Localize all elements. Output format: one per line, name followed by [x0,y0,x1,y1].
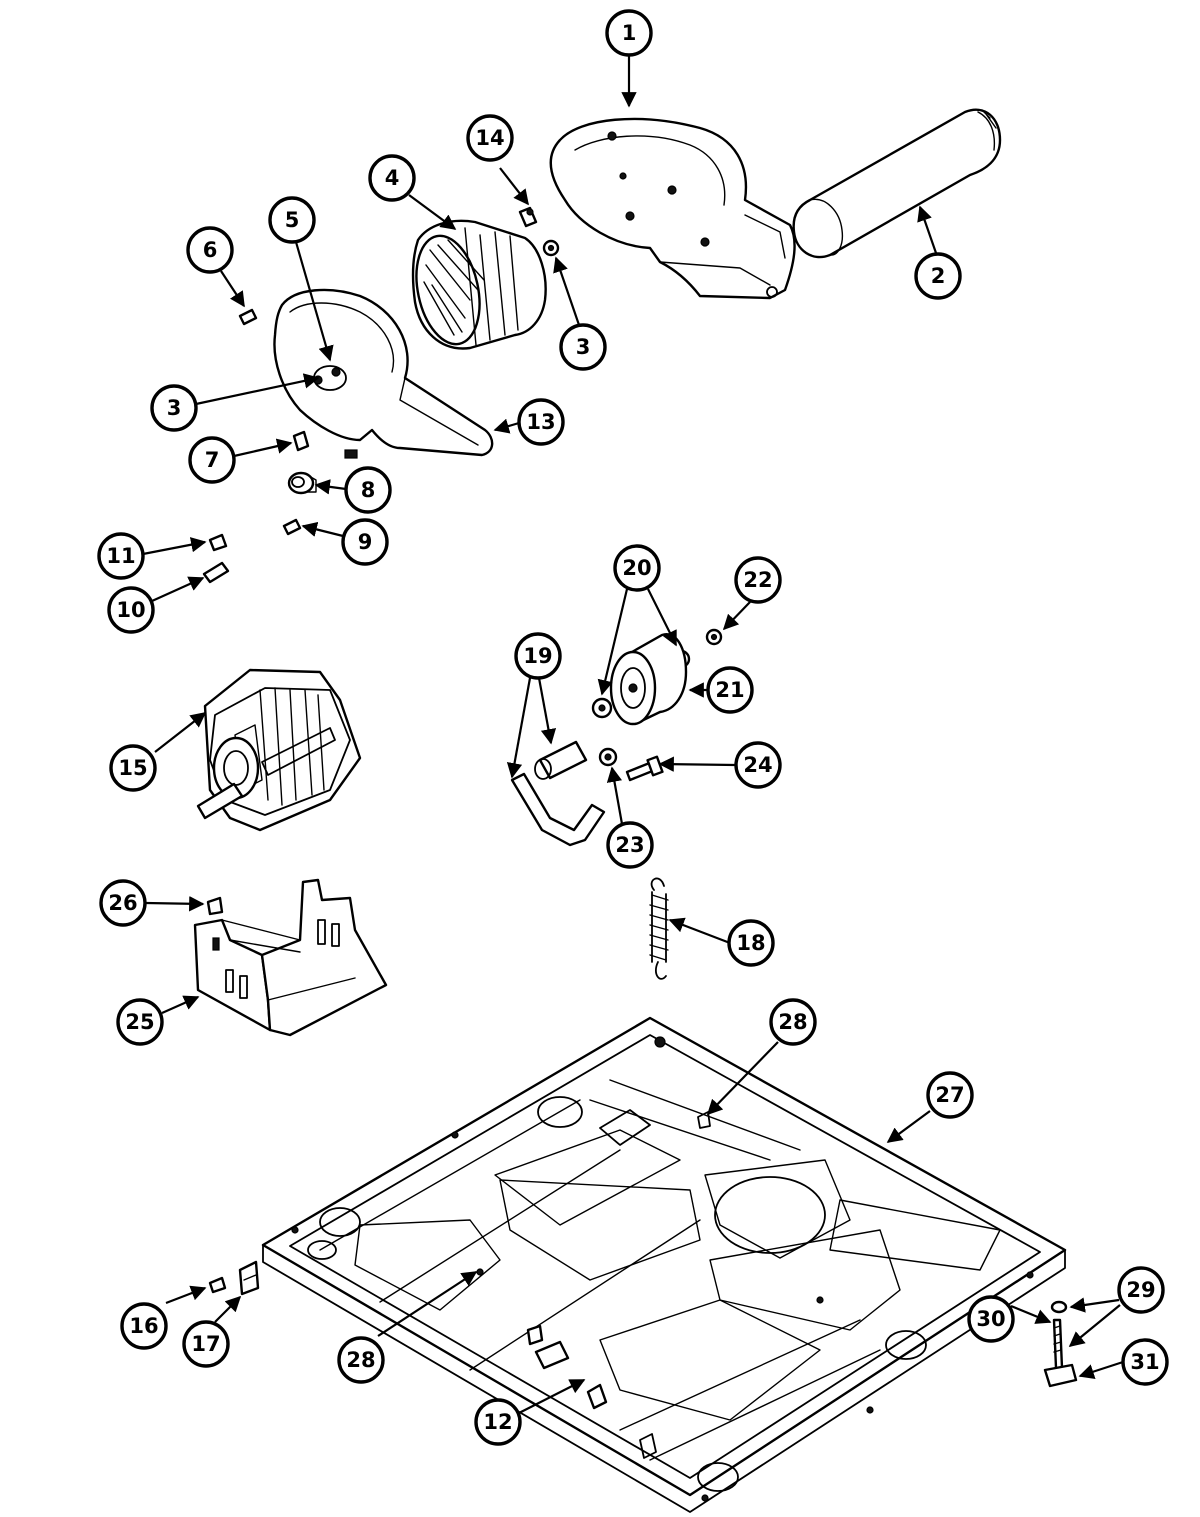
callout-26: 26 [99,879,147,927]
callout-12-label: 12 [483,1410,512,1434]
pin-10 [202,561,230,584]
callout-16: 16 [120,1302,168,1350]
callout-20-label: 20 [622,556,651,580]
bushing-8 [287,471,317,495]
blower-cover-plate [273,288,494,459]
leveling-leg [1043,1300,1078,1388]
callout-1-label: 1 [622,21,637,45]
callout-9: 9 [341,518,389,566]
motor-mount-bracket [193,878,388,1037]
callout-19-label: 19 [523,644,552,668]
callout-4: 4 [368,154,416,202]
bolt-24 [625,755,664,782]
callout-28-lower: 28 [337,1336,385,1384]
callout-28-upper: 28 [769,998,817,1046]
callout-6-label: 6 [203,238,218,262]
callout-15-label: 15 [118,756,147,780]
blower-housing [549,117,796,300]
callout-28-upper-label: 28 [778,1010,807,1034]
callout-10: 10 [107,586,155,634]
base-screw-block [526,1324,570,1370]
screw-7 [292,430,310,452]
washer-20-a [591,697,613,719]
callout-23: 23 [606,821,654,869]
callout-2: 2 [914,252,962,300]
callout-8: 8 [344,466,392,514]
callout-23-label: 23 [615,833,644,857]
callout-3-right: 3 [559,323,607,371]
dryer-base [261,1016,1067,1513]
blower-wheel [411,219,547,350]
callout-5: 5 [268,196,316,244]
callout-29-label: 29 [1126,1278,1155,1302]
callout-11: 11 [97,532,145,580]
callout-14-label: 14 [475,126,504,150]
screw-9 [282,518,302,536]
bracket-17 [238,1260,260,1296]
callout-22-label: 22 [743,568,772,592]
callout-3-left: 3 [150,384,198,432]
screw-14 [518,206,538,228]
callout-30-label: 30 [976,1307,1005,1331]
callout-4-label: 4 [385,166,400,190]
idler-pulley [609,632,688,726]
callout-31: 31 [1121,1338,1169,1386]
callout-31-label: 31 [1130,1350,1159,1374]
callout-15: 15 [109,744,157,792]
callout-7: 7 [188,436,236,484]
callout-7-label: 7 [205,448,220,472]
callout-17-label: 17 [191,1332,220,1356]
exhaust-duct [792,108,1002,259]
clip-12 [586,1383,608,1410]
callout-21-label: 21 [715,678,744,702]
callout-25-label: 25 [125,1010,154,1034]
callout-27: 27 [926,1071,974,1119]
drive-motor [196,668,362,832]
callout-25: 25 [116,998,164,1046]
clip-28-upper [697,1111,711,1129]
screw-6 [238,308,258,326]
callout-9-label: 9 [358,530,373,554]
callout-14: 14 [466,114,514,162]
leader-lines [142,55,1124,1414]
callout-5-label: 5 [285,208,300,232]
idler-arm [510,740,606,847]
callout-10-label: 10 [116,598,145,622]
callout-24: 24 [734,741,782,789]
callout-18-label: 18 [736,931,765,955]
callout-22: 22 [734,556,782,604]
screw-11 [208,533,228,552]
callout-21: 21 [706,666,754,714]
screw-26 [206,896,224,916]
callout-16-label: 16 [129,1314,158,1338]
callout-3-left-label: 3 [167,396,182,420]
callout-20: 20 [613,544,661,592]
screw-16 [208,1276,227,1294]
idler-spring [649,877,669,980]
callout-24-label: 24 [743,753,772,777]
callout-8-label: 8 [361,478,376,502]
callout-6: 6 [186,226,234,274]
callout-12: 12 [474,1398,522,1446]
washer-3-right [542,239,560,257]
callout-29: 29 [1117,1266,1165,1314]
callout-13-label: 13 [526,410,555,434]
callout-18: 18 [727,919,775,967]
callout-30: 30 [967,1295,1015,1343]
callout-28-lower-label: 28 [346,1348,375,1372]
callout-2-label: 2 [931,264,946,288]
callout-26-label: 26 [108,891,137,915]
callout-13: 13 [517,398,565,446]
callout-17: 17 [182,1320,230,1368]
callout-3-right-label: 3 [576,335,591,359]
washer-22 [705,628,723,646]
callout-27-label: 27 [935,1083,964,1107]
callout-19: 19 [514,632,562,680]
callout-1: 1 [605,9,653,57]
callout-11-label: 11 [106,544,135,568]
washer-23 [598,747,618,767]
